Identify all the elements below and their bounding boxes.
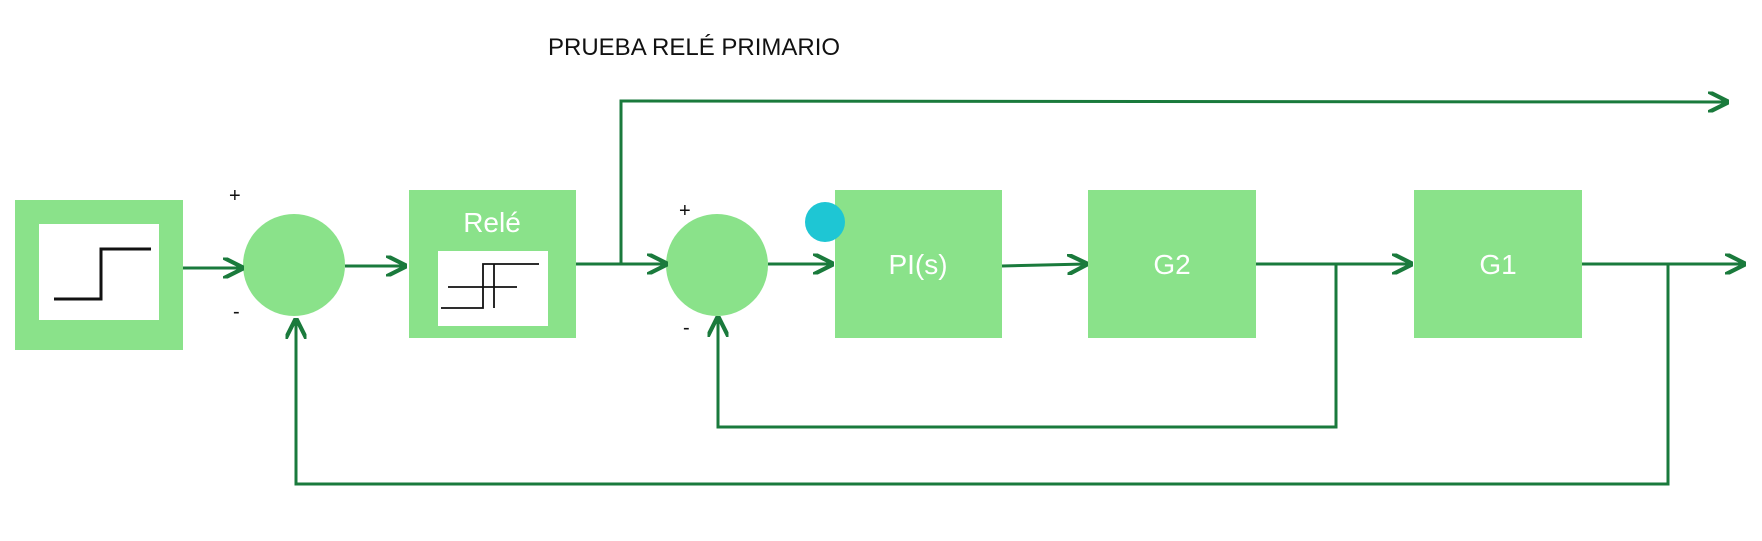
signal-wires: [183, 101, 1744, 486]
outer-summing-junction[interactable]: [243, 214, 345, 316]
outer-plus-sign: +: [229, 185, 241, 207]
diagram-title: PRUEBA RELÉ PRIMARIO: [548, 34, 840, 61]
g2-label: G2: [1153, 249, 1190, 280]
g1-label: G1: [1479, 249, 1516, 280]
wire-relay-output-tap: [619, 101, 1727, 264]
wire-outer-feedback: [296, 264, 1670, 486]
inner-plus-sign: +: [679, 200, 691, 222]
pi-controller-block[interactable]: PI(s): [835, 190, 1002, 338]
outer-minus-sign: -: [233, 301, 240, 323]
relay-block[interactable]: Relé: [409, 190, 576, 338]
g2-block[interactable]: G2: [1088, 190, 1256, 338]
inner-summing-junction[interactable]: [666, 214, 768, 316]
step-source-block[interactable]: [15, 200, 183, 350]
g1-block[interactable]: G1: [1414, 190, 1582, 338]
inner-minus-sign: -: [683, 317, 690, 339]
relay-hysteresis-icon: [441, 263, 539, 309]
step-function-icon: [54, 247, 151, 301]
relay-label: Relé: [463, 207, 521, 238]
marker-dot[interactable]: [805, 202, 845, 242]
wire-inner-feedback: [718, 264, 1338, 429]
pi-label: PI(s): [888, 249, 947, 280]
wire-pi-to-g2: [1001, 264, 1086, 266]
